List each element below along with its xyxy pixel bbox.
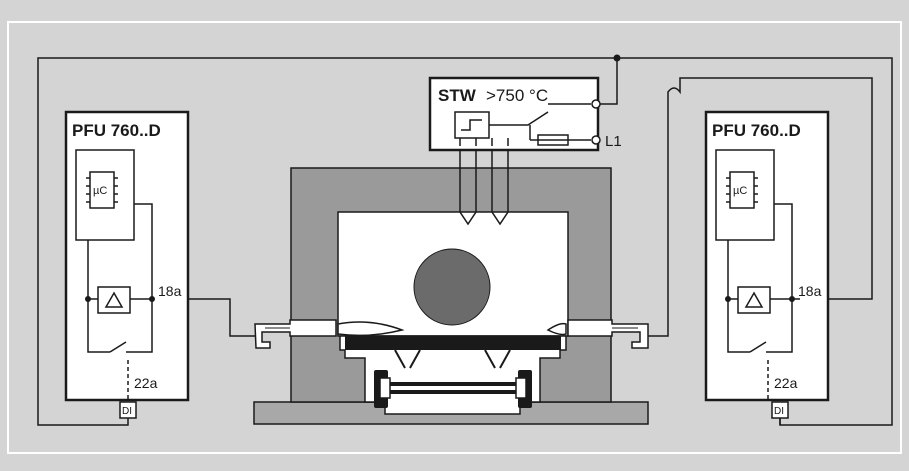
burner-right: [546, 319, 649, 349]
roller-assembly: [374, 370, 532, 408]
controller-left-switch: [87, 299, 153, 353]
triangle-amplifier-icon: [737, 286, 771, 314]
workpiece-icon: [413, 248, 491, 326]
stw-terminal-l1: [591, 135, 601, 145]
stw-name: STW: [438, 86, 477, 105]
microcontroller-icon: µC: [726, 171, 758, 209]
burner-right-flame: [546, 322, 567, 336]
furnace: [253, 146, 649, 425]
controller-right-switch: [727, 299, 793, 353]
junction-top: [613, 54, 621, 62]
hysteresis-icon: [454, 111, 490, 139]
controller-right-di-label: DI: [774, 406, 784, 417]
conveyor-support-left: [394, 349, 421, 369]
burner-right-body: [567, 319, 649, 349]
controller-right-title: PFU 760..D: [712, 121, 801, 140]
controller-left: PFU 760..D µC 18a 22a DI: [64, 110, 190, 419]
controller-left-terminal-18a: 18a: [158, 283, 182, 299]
thermocouple-probe: [459, 146, 509, 226]
diagram-frame: [7, 21, 902, 454]
controller-left-terminal-22a: 22a: [134, 375, 158, 391]
controller-left-di-label: DI: [122, 406, 132, 417]
controller-right: PFU 760..D µC 18a 22a DI: [704, 110, 830, 419]
controller-right-terminal-18a: 18a: [798, 283, 822, 299]
burner-left-flame: [337, 321, 405, 337]
wire-stw-top: [600, 58, 618, 105]
wire-left-18a: [152, 298, 255, 337]
conveyor-support-right: [484, 349, 511, 369]
stw-terminal-top: [591, 99, 601, 109]
controller-right-mc-label: µC: [733, 185, 747, 197]
stw-line-label: L1: [605, 133, 622, 150]
controller-right-terminal-22a: 22a: [774, 375, 798, 391]
wire-right-signal: [648, 77, 873, 337]
conveyor-bar: [345, 336, 561, 350]
stw-box: STW >750 °C L1: [428, 76, 622, 152]
furnace-trough: [339, 335, 567, 415]
burner-left-body: [254, 319, 337, 349]
controller-left-mc-label: µC: [93, 185, 107, 197]
wire-outer-loop-left: [37, 57, 617, 426]
stw-threshold: >750 °C: [486, 86, 548, 105]
microcontroller-icon: µC: [86, 171, 118, 209]
controller-left-title: PFU 760..D: [72, 121, 161, 140]
controller-left-di-box: [119, 401, 137, 419]
triangle-amplifier-icon: [97, 286, 131, 314]
burner-left: [254, 319, 405, 349]
